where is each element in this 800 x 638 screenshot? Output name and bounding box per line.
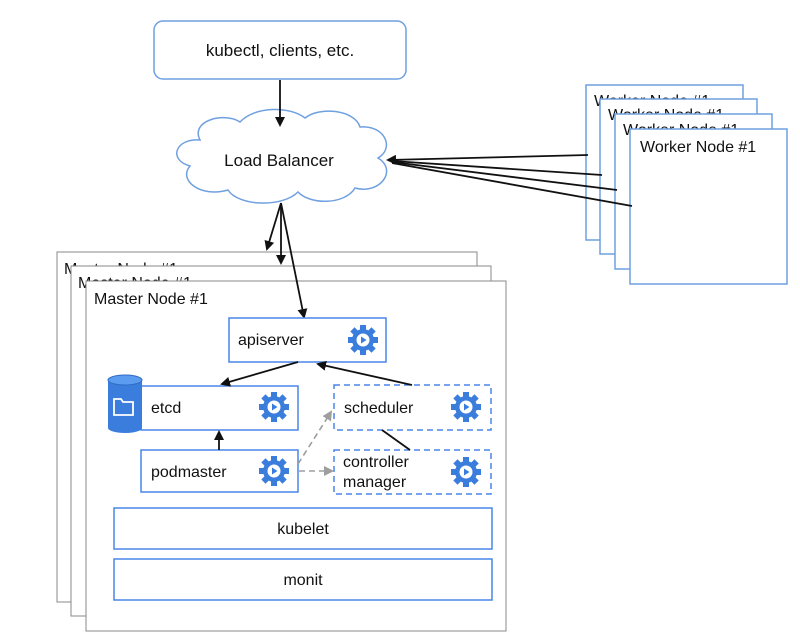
scheduler-box: scheduler: [333, 384, 492, 431]
controller-manager-box: controller manager: [333, 449, 492, 495]
arrow-lb-to-master-3: [264, 202, 282, 251]
arrow-worker-3-to-lb: [391, 160, 603, 176]
load-balancer-cloud: Load Balancer: [176, 108, 388, 204]
arrow-podmaster-to-scheduler: [297, 410, 333, 465]
apiserver-gear-icon: [347, 324, 379, 356]
internal-arrows: [214, 360, 413, 476]
connection-arrows: [264, 80, 633, 319]
scheduler-label: scheduler: [344, 400, 414, 417]
arrow-apiserver-to-etcd: [220, 361, 299, 387]
line-controller-to-scheduler: [381, 429, 411, 451]
arrow-lb-to-apiserver: [280, 202, 308, 319]
podmaster-box: podmaster: [140, 449, 299, 493]
arrow-worker-4-to-lb: [386, 154, 589, 165]
arrow-worker-1-to-lb: [391, 162, 633, 207]
clients-label: kubectl, clients, etc.: [206, 41, 354, 60]
etcd-gear-icon: [258, 391, 290, 423]
etcd-box: etcd: [107, 374, 299, 433]
kubelet-box: kubelet: [113, 507, 493, 550]
apiserver-label: apiserver: [238, 332, 304, 349]
scheduler-gear-icon: [450, 391, 482, 423]
worker-node-card-1: [629, 128, 788, 285]
apiserver-box: apiserver: [228, 317, 387, 363]
etcd-label: etcd: [151, 400, 181, 417]
worker-node-title-1: Worker Node #1: [640, 139, 756, 156]
worker-nodes-stack: Worker Node #1 Worker Node #1 Worker Nod…: [585, 84, 788, 285]
podmaster-gear-icon: [258, 455, 290, 487]
monit-box: monit: [113, 558, 493, 601]
kubelet-label: kubelet: [277, 521, 329, 538]
master-node-title-1: Master Node #1: [94, 291, 208, 308]
arrow-scheduler-to-apiserver: [316, 360, 413, 386]
arrow-worker-2-to-lb: [391, 161, 618, 191]
controller-manager-label-line2: manager: [343, 474, 407, 491]
load-balancer-label: Load Balancer: [224, 151, 334, 170]
controller-manager-label-line1: controller: [343, 454, 409, 471]
clients-box: kubectl, clients, etc.: [153, 20, 407, 80]
monit-label: monit: [283, 572, 323, 589]
podmaster-label: podmaster: [151, 464, 227, 481]
controller-manager-gear-icon: [450, 456, 482, 488]
database-icon: [107, 374, 143, 433]
